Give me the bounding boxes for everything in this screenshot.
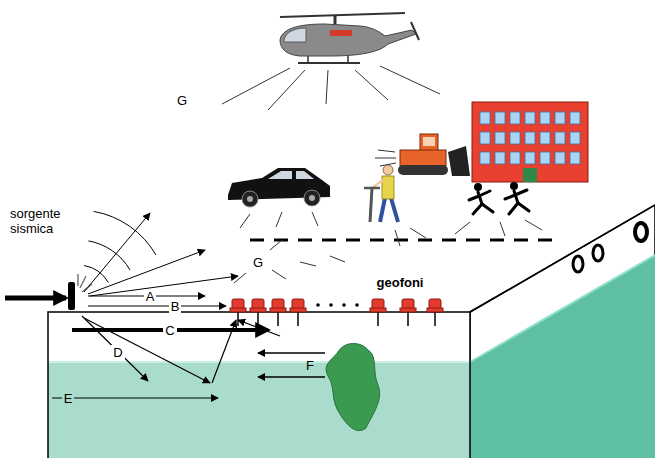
car xyxy=(228,168,330,207)
cavity xyxy=(326,344,379,431)
tunnel-openings xyxy=(573,223,647,272)
wave-letter: A xyxy=(144,289,157,304)
worker xyxy=(364,165,398,222)
road-line xyxy=(250,239,560,242)
source-label: sorgente sismica xyxy=(8,206,78,236)
geophones xyxy=(230,299,443,326)
wave-letter: G xyxy=(175,93,189,108)
air-wavefronts xyxy=(84,211,238,296)
wave-letter: G xyxy=(251,255,265,270)
seismic-rays xyxy=(52,296,325,398)
wave-letter: C xyxy=(163,323,176,338)
building xyxy=(472,102,588,182)
runners xyxy=(469,182,529,214)
helicopter xyxy=(280,13,419,63)
ground-block xyxy=(48,150,655,458)
wave-letter: E xyxy=(62,391,75,406)
wave-letter: B xyxy=(169,299,182,314)
bulldozer xyxy=(398,134,470,176)
wave-letter: D xyxy=(111,345,124,360)
wave-letter: F xyxy=(304,358,316,373)
geophone-label: geofoni xyxy=(375,275,426,290)
seismic-source xyxy=(5,274,92,310)
